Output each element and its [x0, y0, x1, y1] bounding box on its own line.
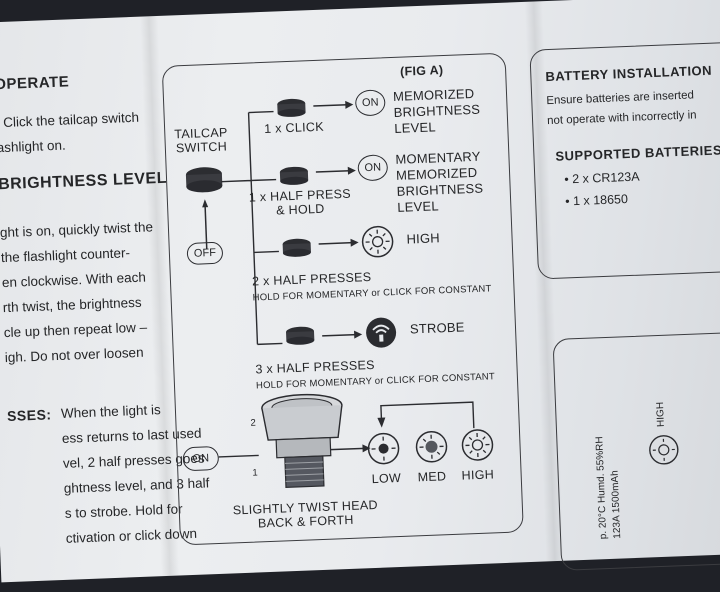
arrow-right-icon — [313, 101, 353, 111]
level-high-label: HIGH — [461, 467, 494, 482]
twist-caption: SLIGHTLY TWIST HEAD BACK & FORTH — [233, 498, 379, 532]
button-icon — [280, 235, 321, 267]
on-badge-twist: ON — [182, 446, 219, 471]
arrow-right-icon — [319, 238, 359, 248]
med-light-icon — [414, 429, 449, 464]
action-2-label: 1 x HALF PRESS & HOLD — [249, 187, 352, 219]
button-icon — [284, 323, 325, 355]
result-1-text: MEMORIZED BRIGHTNESS LEVEL — [393, 86, 481, 137]
strobe-icon — [363, 315, 398, 350]
spec-high-label: HIGH — [655, 402, 667, 427]
arrow-right-icon — [330, 444, 370, 454]
brightness-text: ght is on, quickly twist the the flashli… — [0, 214, 158, 370]
battery-item: • 2 x CR123A — [564, 170, 640, 187]
high-light-icon — [460, 427, 495, 462]
heading-operate: OPERATE — [0, 73, 69, 93]
heading-brightness-level: BRIGHTNESS LEVEL — [0, 170, 167, 194]
level-low-label: LOW — [371, 471, 401, 486]
arrow-right-icon — [316, 166, 356, 176]
low-light-icon — [366, 431, 401, 466]
marker-1: 1 — [252, 467, 258, 478]
result-2-text: MOMENTARY MEMORIZED BRIGHTNESS LEVEL — [395, 149, 484, 216]
action-1-label: 1 x CLICK — [264, 120, 324, 136]
off-badge: OFF — [187, 242, 224, 265]
result-4-text: STROBE — [410, 319, 465, 337]
fig-a-label: (FIG A) — [400, 63, 444, 79]
spec-panel — [552, 330, 720, 571]
level-med-label: MED — [417, 469, 446, 484]
result-3-text: HIGH — [406, 230, 440, 247]
heading-presses: SSES: — [7, 406, 52, 424]
operate-text: : Click the tailcap switch ashlight on. — [0, 105, 140, 160]
arrow-right-icon — [322, 330, 362, 340]
high-light-icon — [646, 432, 681, 467]
battery-item: • 1 x 18650 — [565, 192, 628, 208]
marker-2: 2 — [250, 417, 256, 428]
battery-text: Ensure batteries are inserted not operat… — [546, 85, 697, 131]
high-light-icon — [360, 224, 395, 259]
